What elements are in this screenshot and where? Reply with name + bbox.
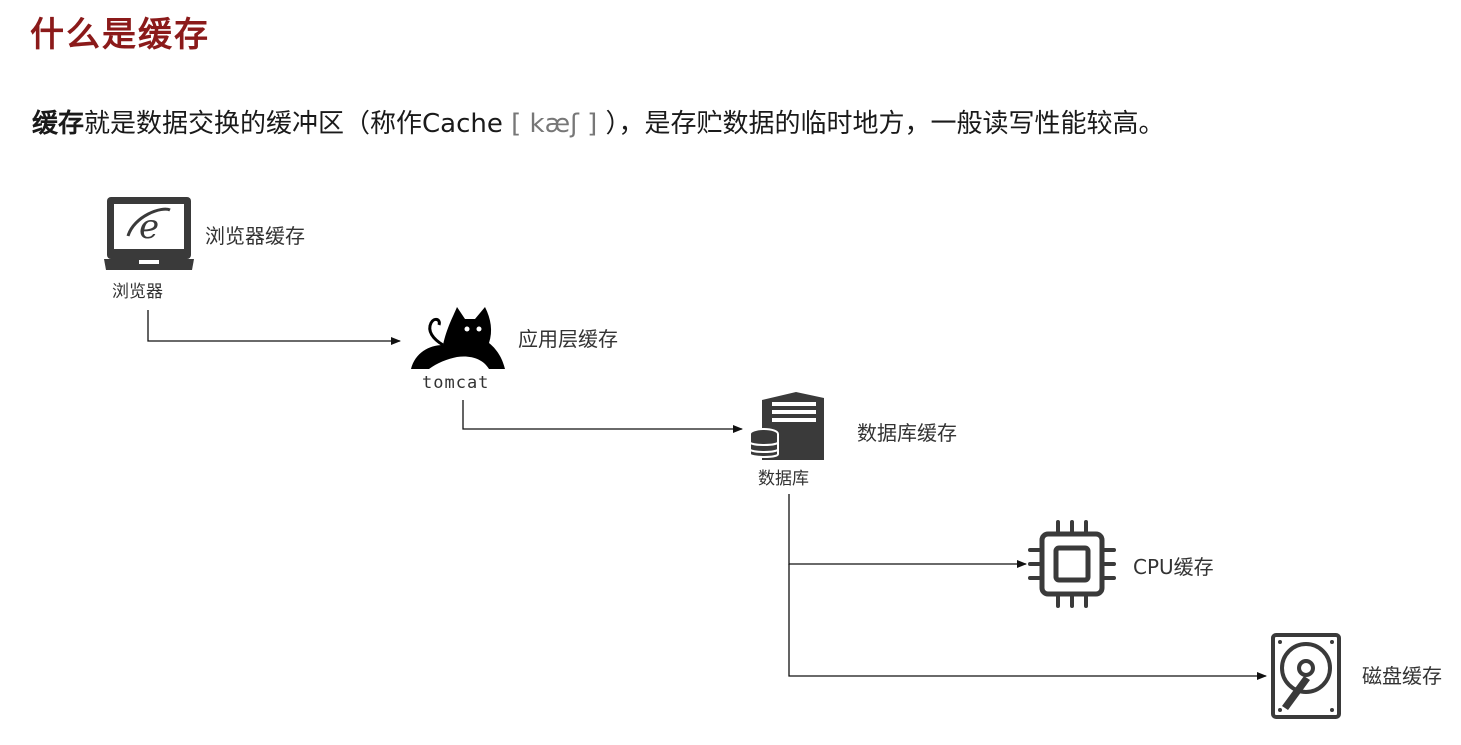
page-title: 什么是缓存	[30, 15, 210, 55]
disk-cache-label: 磁盘缓存	[1362, 664, 1442, 688]
database-server-icon	[748, 392, 828, 464]
cpu-cache-label: CPU缓存	[1133, 555, 1214, 579]
tomcat-caption: tomcat	[422, 373, 490, 393]
intro-phonetic: [ kæʃ ]	[502, 109, 606, 139]
tomcat-cache-label: 应用层缓存	[518, 327, 618, 351]
arrow-tomcat-to-database	[462, 400, 743, 433]
laptop-browser-icon: e	[104, 196, 194, 272]
tomcat-cat-icon	[407, 305, 507, 373]
arrow-browser-to-tomcat	[147, 310, 401, 345]
hard-disk-icon	[1270, 632, 1342, 720]
arrow-database-to-cpu	[788, 494, 1027, 568]
database-caption: 数据库	[758, 469, 809, 489]
database-cache-label: 数据库缓存	[857, 421, 957, 445]
intro-text-before: 就是数据交换的缓冲区（称作Cache	[84, 109, 503, 139]
browser-cache-label: 浏览器缓存	[205, 224, 305, 248]
browser-caption: 浏览器	[112, 282, 163, 302]
intro-text-after: ），是存贮数据的临时地方，一般读写性能较高。	[605, 109, 1165, 139]
intro-paragraph: 缓存就是数据交换的缓冲区（称作Cache [ kæʃ ] ），是存贮数据的临时地…	[32, 100, 1165, 148]
cpu-chip-icon	[1028, 520, 1116, 608]
intro-bold-term: 缓存	[32, 109, 85, 139]
arrow-database-to-disk	[788, 564, 1267, 680]
